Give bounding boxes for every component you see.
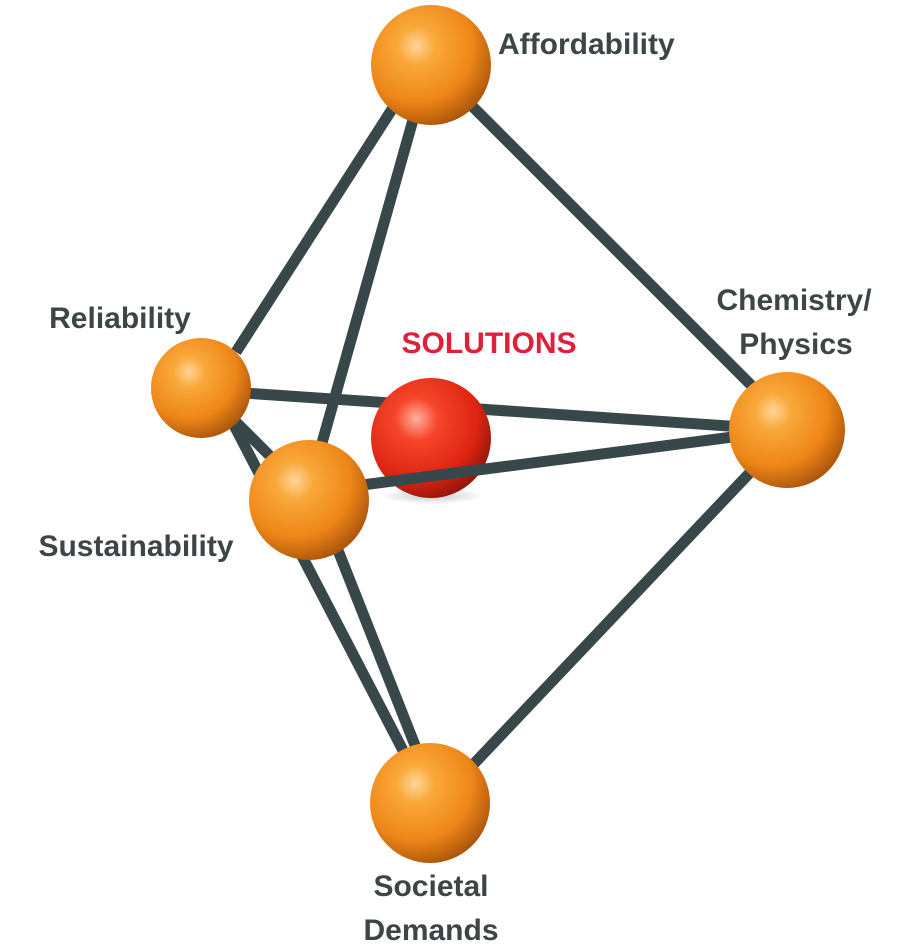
chemistry-physics-sphere bbox=[729, 372, 845, 488]
solutions-label: SOLUTIONS bbox=[401, 327, 576, 360]
affordability-label: Affordability bbox=[498, 28, 675, 61]
chemistry-label-line2: Physics bbox=[739, 328, 852, 361]
sustainability-label: Sustainability bbox=[38, 530, 233, 563]
edge-sustainability-societal bbox=[324, 527, 426, 761]
sustainability-sphere bbox=[249, 440, 369, 560]
edge-sustainability-chemistry bbox=[307, 424, 788, 498]
reliability-sphere bbox=[151, 338, 251, 438]
edge-reliability-societal bbox=[220, 405, 413, 763]
edge-affordability-chemistry bbox=[462, 96, 760, 394]
edge-reliability-affordability bbox=[231, 83, 412, 355]
chemistry-label-line1: Chemistry/ bbox=[716, 284, 872, 317]
edge-chemistry-societal bbox=[464, 458, 764, 774]
societal-label-line1: Societal bbox=[373, 870, 488, 903]
societal-label-line2: Demands bbox=[363, 914, 498, 947]
affordability-sphere bbox=[371, 5, 491, 125]
societal-demands-sphere bbox=[370, 743, 490, 863]
edge-reliability-chemistry bbox=[199, 384, 788, 436]
reliability-label: Reliability bbox=[49, 302, 191, 335]
edge-sustainability-affordability bbox=[314, 93, 426, 452]
